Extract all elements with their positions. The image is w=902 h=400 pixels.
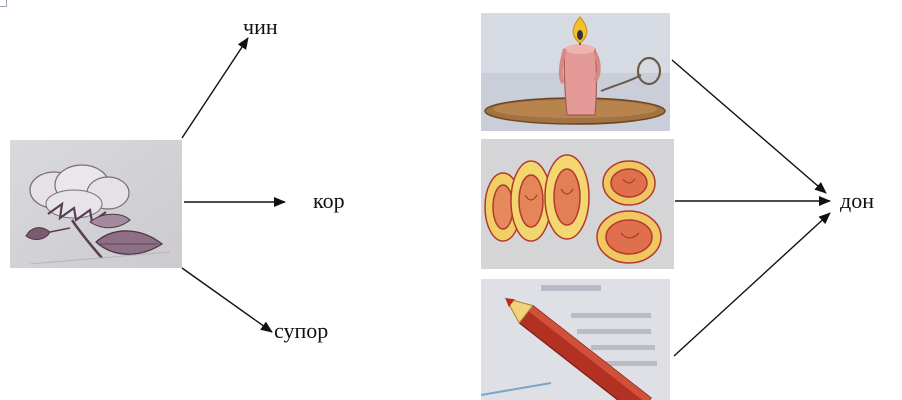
arrow-pencil-to-word xyxy=(674,213,830,356)
word-3: супор xyxy=(274,318,328,344)
word-2: кор xyxy=(313,188,345,214)
arrow-to-word-3 xyxy=(182,268,272,332)
word-1: чин xyxy=(243,14,278,40)
arrow-candle-to-word xyxy=(672,60,826,193)
target-word: дон xyxy=(840,188,874,214)
arrow-to-word-1 xyxy=(182,38,248,138)
